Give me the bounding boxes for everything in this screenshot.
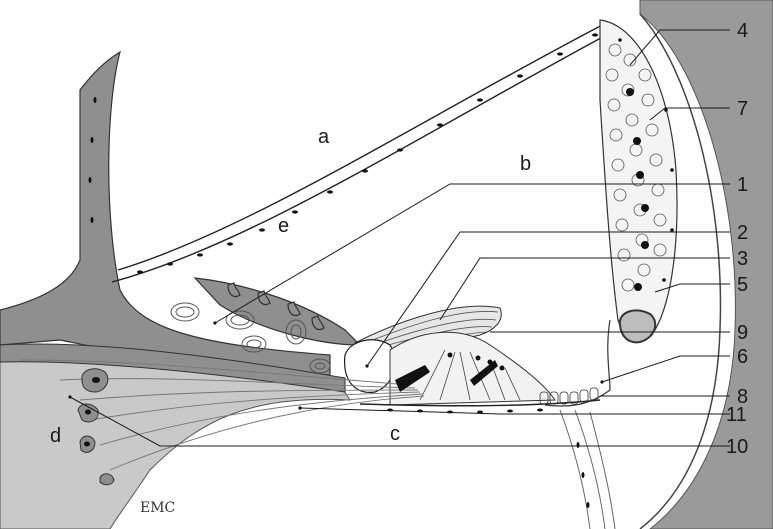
label-1: 1	[737, 174, 748, 196]
label-4: 4	[737, 20, 748, 42]
descending-vessel	[560, 410, 615, 529]
label-6: 6	[737, 346, 748, 368]
leader-11	[300, 408, 730, 414]
label-7: 7	[737, 98, 748, 120]
label-a: a	[318, 126, 330, 148]
label-9: 9	[737, 322, 748, 344]
label-d: d	[50, 425, 61, 447]
label-b: b	[520, 153, 531, 175]
spiral-prominence-vessel	[620, 310, 655, 342]
label-5: 5	[737, 274, 748, 296]
leader-6	[602, 356, 730, 382]
label-2: 2	[737, 222, 748, 244]
vessel-nuclei	[577, 442, 590, 508]
label-3: 3	[737, 248, 748, 270]
label-11: 11	[726, 404, 747, 426]
label-e: e	[278, 215, 289, 237]
inner-sulcus	[345, 340, 395, 393]
label-c: c	[390, 423, 400, 445]
spiral-limbus	[195, 278, 360, 345]
label-10: 10	[726, 436, 748, 458]
artist-signature: EMC	[140, 500, 175, 516]
reissner-membrane	[118, 22, 608, 270]
